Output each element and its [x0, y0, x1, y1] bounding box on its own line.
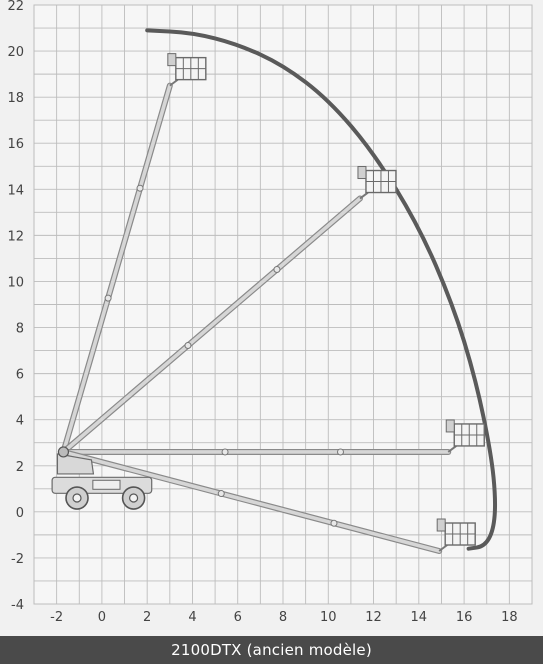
- x-tick-label: 16: [456, 610, 473, 625]
- y-tick-label: 8: [16, 322, 24, 337]
- y-tick-label: 20: [7, 45, 24, 60]
- y-tick-label: 18: [7, 91, 24, 106]
- envelope-curve: [145, 28, 498, 551]
- y-tick-label: 4: [16, 414, 24, 429]
- grid: [33, 4, 533, 605]
- boom-joint: [184, 342, 192, 350]
- x-tick-label: 12: [365, 610, 382, 625]
- tick-labels: -2 0 2 4 6 8 10 12 14 16 18 -4 -2 0 2 4 6 8 10 12 14 16 18 20 22: [7, 0, 517, 625]
- boom-joint: [221, 448, 229, 456]
- boom-joint: [217, 490, 225, 498]
- basket-console: [357, 166, 367, 180]
- x-tick-label: 4: [188, 610, 196, 625]
- boom-joint: [273, 265, 281, 273]
- boom-arm: [61, 83, 172, 454]
- boom-positions: [60, 53, 485, 555]
- y-tick-label: 10: [7, 275, 24, 290]
- boom-pivot: [57, 446, 70, 458]
- basket-bracket: [438, 544, 448, 552]
- y-tick-label: 16: [7, 137, 24, 152]
- boom-arm: [61, 450, 441, 553]
- wheel-hub: [72, 493, 82, 503]
- boom-position: [60, 419, 485, 456]
- boom-position: [60, 448, 476, 555]
- x-tick-label: 6: [234, 610, 242, 625]
- y-tick-label: -2: [11, 552, 24, 567]
- x-tick-label: 0: [98, 610, 106, 625]
- x-tick-label: 14: [411, 610, 428, 625]
- chassis-window: [92, 479, 121, 490]
- boom-joint: [336, 448, 344, 456]
- basket-bracket: [359, 191, 369, 200]
- turntable: [56, 453, 95, 475]
- y-tick-label: 22: [7, 0, 24, 14]
- working-envelope: [145, 28, 498, 551]
- boom-position: [60, 53, 207, 455]
- model-caption: 2100DTX (ancien modèle): [171, 641, 372, 659]
- boom-arm: [61, 196, 362, 454]
- boom-position: [60, 166, 397, 455]
- x-tick-label: 10: [320, 610, 337, 625]
- y-tick-label: 14: [7, 183, 24, 198]
- x-tick-label: 2: [143, 610, 151, 625]
- basket-console: [445, 419, 455, 433]
- boom-joint: [136, 184, 144, 192]
- wheel-hub: [129, 493, 139, 503]
- x-tick-label: 8: [279, 610, 287, 625]
- basket-console: [167, 53, 177, 67]
- basket-bracket: [447, 445, 457, 453]
- x-tick-label: 18: [501, 610, 518, 625]
- machine-chassis: [51, 446, 153, 510]
- boom-joint: [330, 519, 338, 527]
- y-tick-label: 6: [16, 368, 24, 383]
- basket-console: [436, 518, 446, 532]
- caption-bar: 2100DTX (ancien modèle): [0, 636, 543, 664]
- boom-joint: [104, 294, 112, 302]
- basket-bracket: [169, 78, 179, 87]
- x-tick-label: -2: [50, 610, 63, 625]
- y-tick-label: 2: [16, 460, 24, 475]
- y-tick-label: -4: [11, 598, 24, 613]
- y-tick-label: 0: [16, 506, 24, 521]
- y-tick-label: 12: [7, 229, 24, 244]
